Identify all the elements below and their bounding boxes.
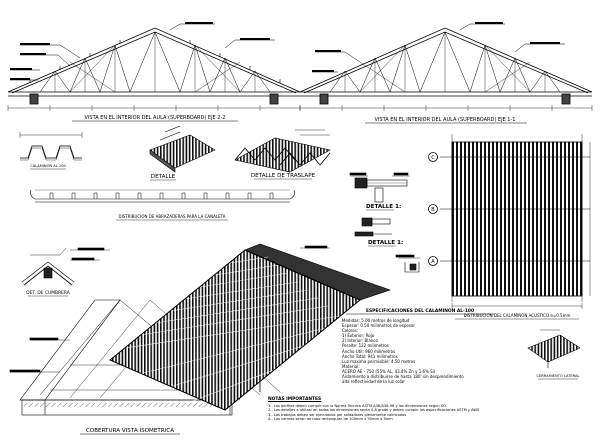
cerramiento-caption: CERRAMIENTO LATERAL	[537, 374, 580, 378]
spec-row: 1) Exterior: Rojo	[342, 333, 375, 339]
cumbrera-detail	[21, 247, 110, 286]
spec-row: Luz maxima permisible: 4.50 metros	[342, 358, 416, 364]
calamina-profile-caption: CALAMINON AL-100	[30, 164, 66, 168]
calamina-profile	[19, 132, 83, 161]
spec-row: Peralte: 122 milimetros	[342, 343, 389, 349]
spec-row: ACERO AE - 750 (55% AL, 43.4% Zn y 1.6% …	[342, 368, 436, 374]
note-row: 2.- Los detalles a utilizar en todas las…	[268, 408, 480, 413]
truss-left-caption: VISTA EN EL INTERIOR DEL AULA (SUPERBOAR…	[85, 115, 226, 121]
notes-title: NOTAS IMPORTANTES	[268, 397, 322, 402]
notes-block: NOTAS IMPORTANTES 1.- Los perfiles deben…	[268, 397, 496, 422]
spec-row: 2) Interior: Blanco	[342, 338, 379, 344]
canaleta-detail	[395, 254, 420, 273]
traslape-caption: DETALLE DE TRASLAPE	[251, 173, 316, 179]
spec-title: ESPECIFICACIONES DEL CALAMINON AL-100	[366, 308, 474, 314]
truss-left	[7, 22, 301, 111]
spec-row: Material:	[342, 363, 360, 369]
abrazaderas-distribution	[30, 189, 295, 203]
note-row: 4.- Las correas seran de tubo rectangula…	[268, 417, 393, 422]
cerramiento-lateral	[527, 329, 581, 368]
axis-c-label: C	[431, 155, 435, 161]
cumbrera-caption: DET. DE CUMBRERA	[26, 290, 69, 296]
detalle1-caption: DETALLE 1:	[366, 204, 401, 210]
isometric-roof	[9, 243, 391, 416]
spec-row: Espesor: 0.50 milimetros de espesor	[342, 323, 416, 329]
spec-row: alta reflectividad de la luz solar	[342, 379, 405, 385]
truss-right	[299, 22, 593, 111]
traslape-detail	[234, 129, 331, 173]
note-row: 3.- Los trabajos deben ser ejecutados po…	[268, 412, 407, 417]
truss-right-caption: VISTA EN EL INTERIOR DEL AULA (SUPERBOAR…	[375, 117, 516, 123]
spec-row: Ancho Util: 960 milimetros	[342, 348, 396, 354]
spec-row: Medidas: 5.00 metros de longitud	[342, 318, 410, 323]
calaminon-plan	[428, 134, 591, 309]
detalle1b-caption: DETALLE 1:	[368, 240, 403, 246]
axis-a-label: A	[431, 259, 435, 265]
plan-caption: DISTRIBUCION DEL CALAMINON ACUSTICO e=0.…	[464, 313, 571, 318]
detalle-iso	[149, 125, 216, 173]
note-row: 1.- Los perfiles deben cumplir con la No…	[268, 403, 446, 408]
axis-b-label: B	[431, 207, 435, 213]
spec-row: Ancho Total: 941 milimetros	[342, 353, 398, 359]
abrazaderas-caption: DISTRIBUCION DE ABRAZADERAS PARA LA CANA…	[119, 214, 226, 219]
detalle-caption: DETALLE	[151, 174, 176, 180]
spec-row: Aislamiento a distribuirse de hasta 180'…	[342, 374, 464, 380]
detalle1-section	[349, 172, 410, 237]
spec-row: Colores:	[342, 328, 359, 334]
isometric-caption: COBERTURA VISTA ISOMETRICA	[86, 428, 174, 434]
